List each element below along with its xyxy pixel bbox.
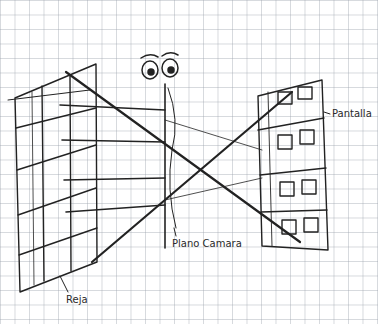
- eyes: [141, 53, 178, 79]
- camera-plane: [165, 84, 176, 248]
- grid-panel: [8, 64, 97, 292]
- leader-lines: [60, 112, 330, 292]
- screen-panel: [258, 80, 328, 250]
- plane-label: Plano Camara: [172, 238, 242, 249]
- grid-label: Reja: [66, 294, 88, 305]
- projection-rays: [66, 72, 300, 262]
- screen-label: Pantalla: [332, 108, 372, 119]
- horizontal-rays: [60, 105, 262, 212]
